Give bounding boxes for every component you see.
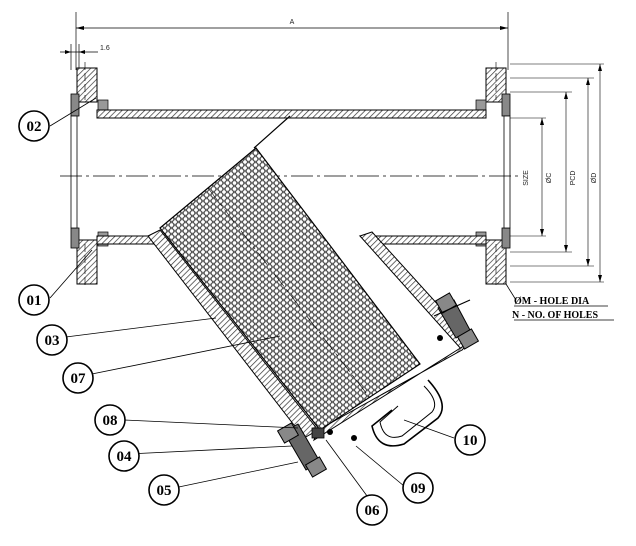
gasket-bottom-right: [501, 227, 511, 249]
callout-02: 02: [18, 110, 50, 142]
bolt-assembly-top: [433, 292, 480, 350]
dim-size-label: SIZE: [523, 170, 530, 186]
callout-10-label: 10: [463, 433, 478, 449]
dim-pcd-label: PCD: [570, 171, 577, 186]
callout-03-label: 03: [45, 333, 60, 349]
dimension-thickness-label: 1.6: [100, 45, 110, 52]
callout-03: 03: [36, 324, 68, 356]
bolt-assembly-bottom: [276, 422, 357, 478]
hole-legend: ØM - HOLE DIA N - NO. OF HOLES: [505, 283, 614, 321]
callout-04-label: 04: [117, 449, 133, 465]
strainer-screen: [159, 147, 421, 431]
callout-04: 04: [108, 440, 140, 472]
dimension-a: A: [75, 12, 509, 70]
callout-07-label: 07: [71, 371, 87, 387]
callout-07: 07: [62, 362, 94, 394]
callout-10: 10: [454, 424, 486, 456]
dimension-flange-thickness: 1.6: [60, 44, 110, 70]
callout-09-label: 09: [411, 481, 426, 497]
callout-01-label: 01: [27, 293, 42, 309]
callout-05-label: 05: [157, 483, 172, 499]
callout-08: 08: [94, 404, 126, 436]
main-pipe-body: [60, 109, 520, 245]
dim-c-label: ØC: [546, 173, 553, 184]
callout-09: 09: [402, 472, 434, 504]
callout-06: 06: [356, 494, 388, 526]
legend-hole-dia: ØM - HOLE DIA: [514, 296, 590, 307]
gasket-top-right: [501, 93, 511, 117]
callout-08-label: 08: [103, 413, 118, 429]
dimension-a-label: A: [290, 19, 295, 26]
right-dimensions: SIZE ØC PCD ØD: [510, 63, 604, 283]
right-flange: [475, 62, 511, 288]
left-flange: [70, 62, 109, 288]
drain-pipe: [371, 379, 444, 447]
legend-no-of-holes: N - NO. OF HOLES: [512, 310, 598, 321]
callout-01: 01: [18, 284, 50, 316]
dim-d-label: ØD: [591, 173, 598, 184]
callout-06-label: 06: [365, 503, 381, 519]
gasket-bottom-left: [70, 227, 80, 249]
strainer-barrel: [147, 115, 471, 442]
callout-leaders: [49, 97, 455, 501]
callout-05: 05: [148, 474, 180, 506]
callout-02-label: 02: [27, 119, 42, 135]
